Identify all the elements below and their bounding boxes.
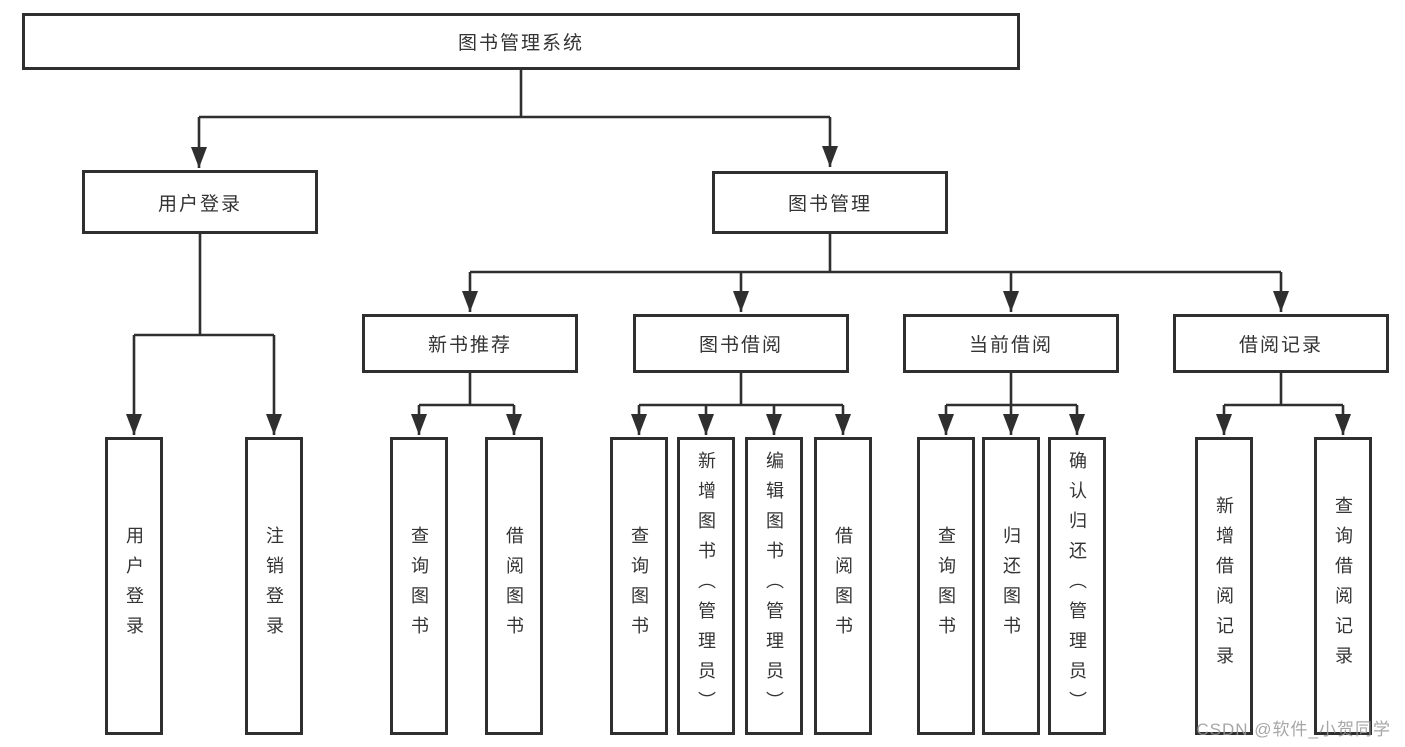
leaf-borrow-books-recommend: 借阅图书 — [485, 437, 543, 735]
leaf-confirm-return-admin: 确认归还（管理员） — [1048, 437, 1106, 735]
leaf-edit-books-admin: 编辑图书（管理员） — [745, 437, 803, 735]
leaf-query-books-borrow: 查询图书 — [610, 437, 668, 735]
node-book-management-group: 图书管理 — [712, 171, 948, 234]
leaf-borrow-books: 借阅图书 — [814, 437, 872, 735]
leaf-user-login: 用户登录 — [105, 437, 163, 735]
watermark: CSDN @软件_小贺同学 — [1196, 720, 1391, 739]
leaf-query-books-current: 查询图书 — [917, 437, 975, 735]
leaf-query-borrow-record: 查询借阅记录 — [1314, 437, 1372, 735]
node-user-login-group: 用户登录 — [82, 170, 318, 234]
node-library-management-system: 图书管理系统 — [22, 13, 1020, 70]
leaf-return-books: 归还图书 — [982, 437, 1040, 735]
node-book-borrow: 图书借阅 — [633, 314, 849, 373]
node-borrow-records: 借阅记录 — [1173, 314, 1389, 373]
node-current-borrow: 当前借阅 — [903, 314, 1119, 373]
leaf-query-books-recommend: 查询图书 — [390, 437, 448, 735]
node-new-book-recommend: 新书推荐 — [362, 314, 578, 373]
leaf-add-borrow-record: 新增借阅记录 — [1195, 437, 1253, 735]
leaf-logout: 注销登录 — [245, 437, 303, 735]
leaf-add-books-admin: 新增图书（管理员） — [677, 437, 735, 735]
